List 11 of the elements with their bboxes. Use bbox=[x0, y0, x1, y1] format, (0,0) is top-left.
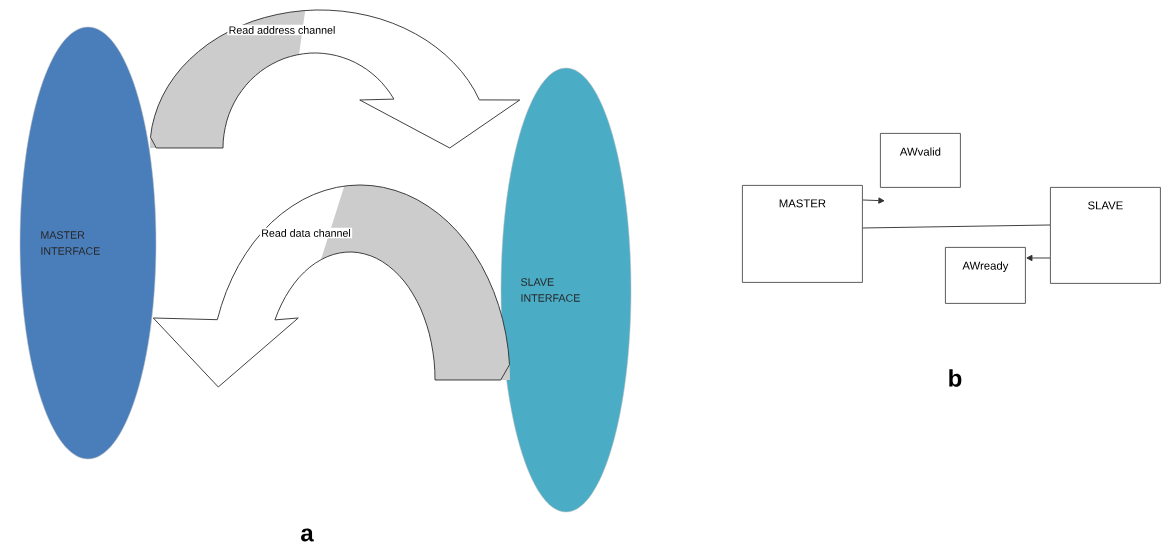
panel-label: a bbox=[301, 528, 314, 542]
signal-box: SLAVE bbox=[1050, 187, 1161, 284]
arrow bbox=[862, 197, 885, 204]
edge-label: Read data channel bbox=[259, 227, 353, 239]
signal-box: AWvalid bbox=[880, 133, 961, 188]
signal-box: AWready bbox=[945, 247, 1026, 304]
signal-box: MASTER bbox=[742, 185, 863, 283]
connecting-line bbox=[862, 224, 1051, 229]
arrow bbox=[1026, 254, 1051, 262]
panel-label: b bbox=[949, 369, 962, 387]
edge-label: Read address channel bbox=[227, 24, 337, 36]
